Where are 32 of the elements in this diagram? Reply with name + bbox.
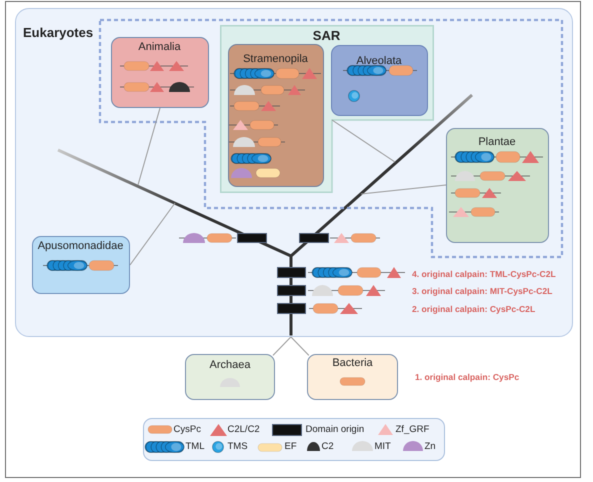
clade-label: SAR [312,28,340,44]
legend-label: MIT [374,440,391,452]
clade-label: Eukaryotes [23,24,94,40]
legend-label: TML [186,440,204,452]
legend-label: EF [284,440,297,452]
legend-label: Zn [424,440,436,452]
clade-box [220,24,434,192]
clade-box [446,128,548,242]
clade-box [15,8,573,337]
clade-label: Alveolata [356,54,402,68]
calpain-annotation: 3. original calpain: MIT-CysPc-C2L [412,285,552,297]
legend-label: TMS [228,440,248,452]
calpain-annotation: 4. original calpain: TML-CysPc-C2L [412,268,556,280]
calpain-annotation: 2. original calpain: CysPc-C2L [412,303,536,315]
legend-label: C2 [322,440,334,452]
clade-label: Apusomonadidae [38,239,124,253]
clade-box [32,236,130,294]
legend-label: Zf_GRF [396,424,430,436]
legend-label: CysPc [174,424,201,436]
clade-label: Stramenopila [243,52,308,66]
clade-box [307,354,398,400]
legend-label: C2L/C2 [228,424,260,436]
clade-label: Archaea [210,358,250,372]
clade-box [228,44,324,186]
legend-label: Domain origin [306,424,364,436]
clade-label: Animalia [138,40,181,54]
clade-box [185,354,275,400]
clade-label: Bacteria [332,356,373,370]
calpain-annotation: 1. original calpain: CysPc [415,371,520,383]
clade-box [110,36,208,108]
clade-label: Plantae [478,135,516,149]
clade-box [330,44,428,116]
